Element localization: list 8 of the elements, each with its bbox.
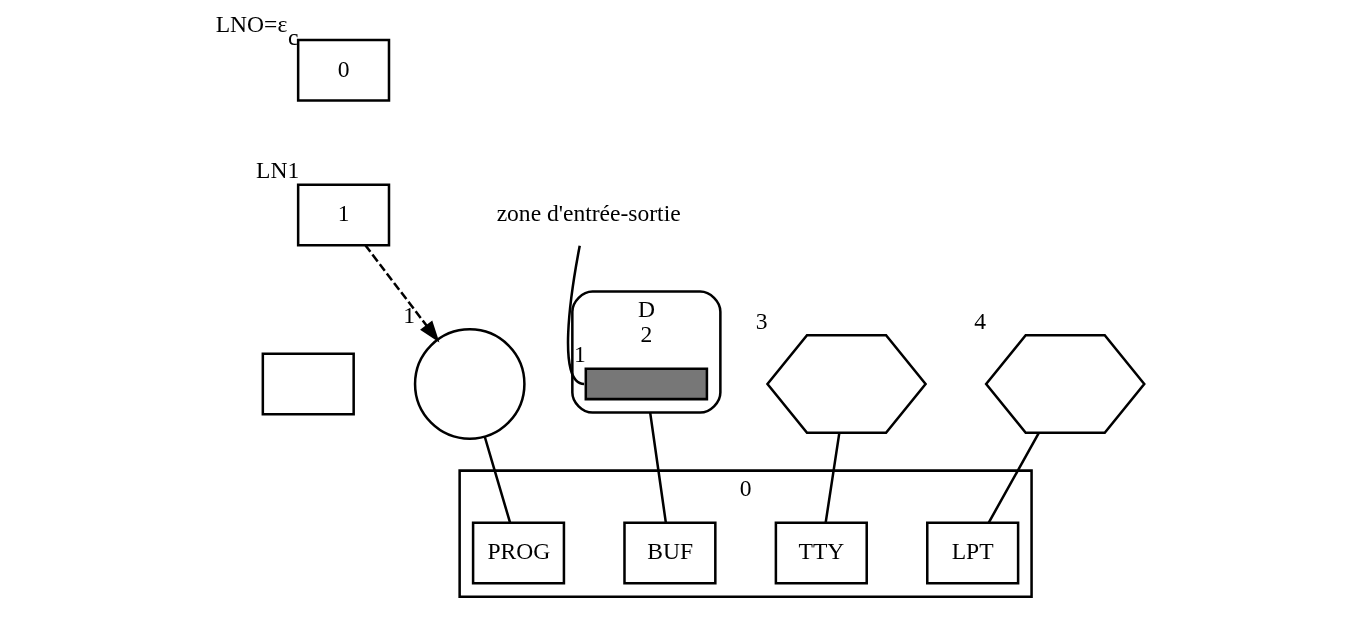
node-label: LN1 [256, 157, 300, 184]
node-label: 1 [574, 341, 586, 368]
node-label: 0 [739, 475, 752, 502]
node-text: zone d'entrée-sortie [496, 200, 681, 227]
node-label: 4 [974, 307, 987, 334]
node-label: 1 [403, 301, 416, 328]
node-label: 2 [640, 321, 653, 348]
node-label: 3 [755, 307, 768, 334]
